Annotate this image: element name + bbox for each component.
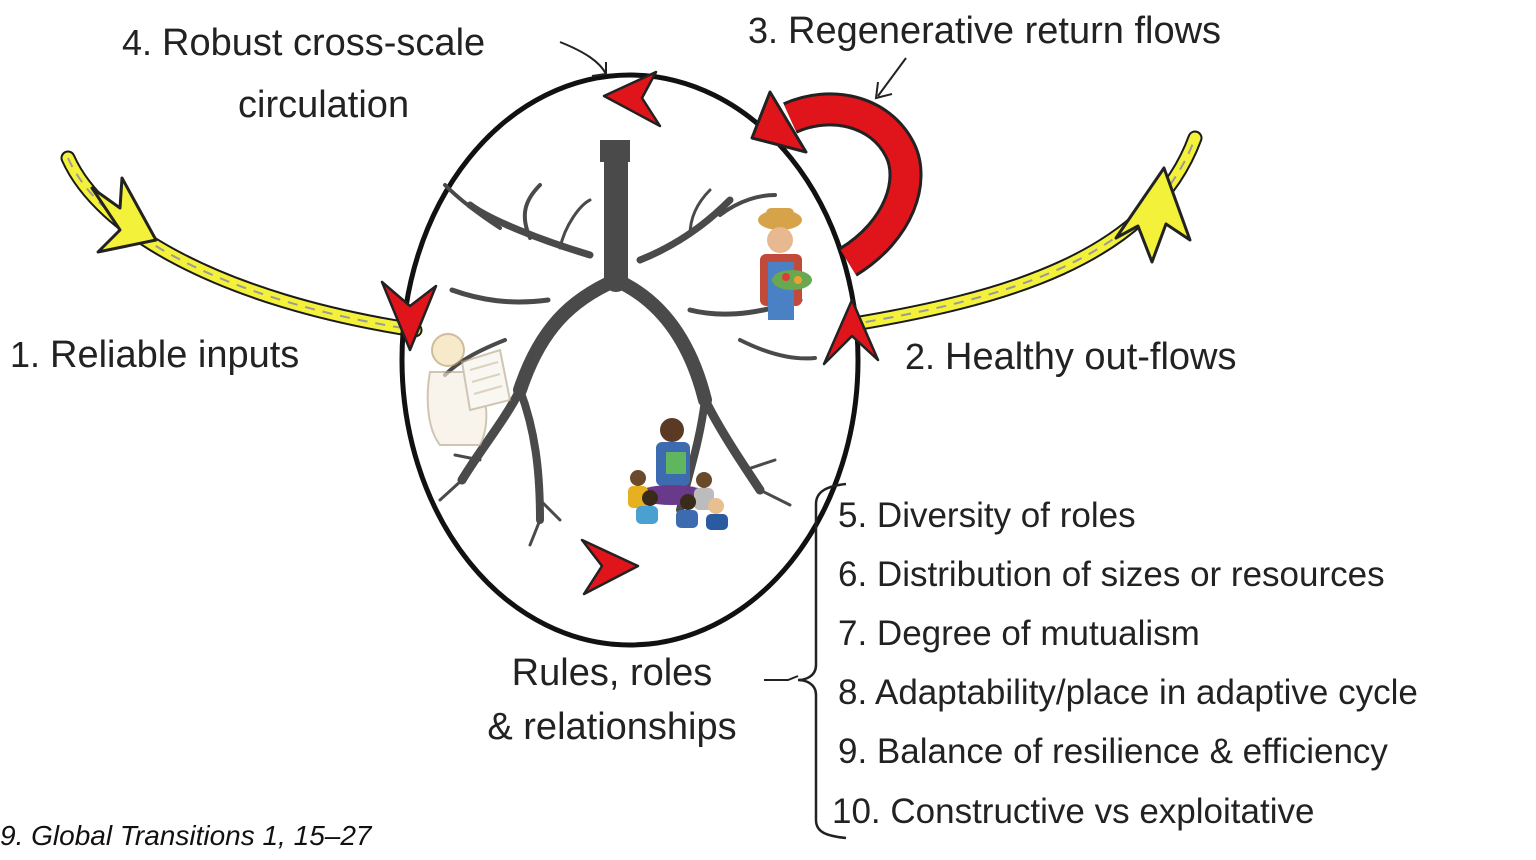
label-3: 3.Regenerative return flows [748, 10, 1221, 54]
label-2: 2.Healthy out-flows [905, 336, 1237, 380]
tree-network-icon [438, 140, 817, 547]
rules-label: Rules, roles & relationships [462, 652, 762, 749]
pointer-arrow-3 [874, 57, 907, 100]
list-bracket [797, 482, 847, 840]
red-chevron-left-icon [380, 280, 438, 352]
yellow-output-chevron-icon [1114, 166, 1192, 264]
citation-text: 9. Global Transitions 1, 15–27 [0, 820, 372, 851]
label-1-number: 1. [10, 334, 41, 375]
pointer-arrow-4 [559, 41, 607, 77]
list-item-5: 5. Diversity of roles [838, 496, 1136, 535]
rules-label-line1: Rules, roles [511, 652, 713, 694]
label-3-number: 3. [748, 10, 779, 51]
farmer-icon [758, 208, 812, 320]
label-1-text: Reliable inputs [50, 334, 300, 376]
red-chevron-right-icon [822, 298, 880, 366]
label-2-text: Healthy out-flows [945, 336, 1237, 378]
red-chevron-bottom-icon [580, 538, 640, 596]
label-3-text: Regenerative return flows [788, 10, 1222, 52]
yellow-output-flow [840, 130, 1203, 333]
list-item-8: 8. Adaptability/place in adaptive cycle [838, 673, 1418, 712]
list-item-6: 6. Distribution of sizes or resources [838, 555, 1385, 594]
red-chevron-top-icon [602, 70, 662, 128]
connector-line [764, 675, 799, 681]
label-4-line2: circulation [238, 84, 410, 126]
rules-label-line2: & relationships [487, 705, 737, 748]
yellow-input-flow [60, 150, 423, 338]
person-with-papers-icon [426, 333, 512, 446]
label-4-number: 4. [122, 22, 153, 63]
system-circle [399, 72, 861, 648]
label-2-number: 2. [905, 336, 936, 377]
label-1: 1.Reliable inputs [10, 334, 299, 378]
yellow-input-chevron-icon [90, 176, 158, 254]
label-4: 4.Robust cross-scale [122, 22, 485, 66]
label-4-line2-wrap: circulation [238, 84, 409, 128]
red-return-flow-arrow [750, 90, 923, 277]
group-reading-icon [628, 418, 728, 530]
label-4-line1: Robust cross-scale [162, 22, 486, 64]
list-item-10: 10. Constructive vs exploitative [832, 792, 1315, 831]
list-item-7: 7. Degree of mutualism [838, 614, 1200, 653]
list-item-9: 9. Balance of resilience & efficiency [838, 732, 1388, 771]
